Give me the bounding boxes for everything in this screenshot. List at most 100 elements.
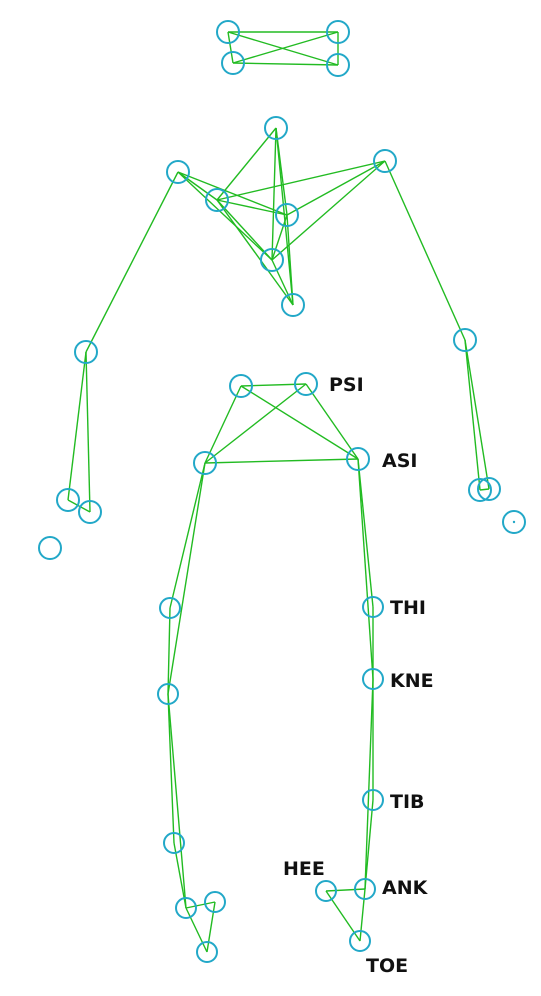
foot-bone [185,907,208,953]
pelvis-bone [240,383,307,387]
leg-left-segment [167,462,216,953]
foot-bone [185,901,216,909]
marker-head-back-right [326,53,350,77]
thigh-bone [169,462,206,609]
torso-segment [177,127,386,306]
shoulder-bone [177,171,218,201]
marker-asi-left [193,451,217,475]
marker-clavicle [205,188,229,212]
label-psi: PSI [329,374,364,396]
marker-elbow-left [74,340,98,364]
thigh-bone [357,458,374,608]
marker-ank-left [175,897,197,919]
shoulder-bone [286,160,386,216]
forearm-bone [464,339,481,491]
shoulder-bone [177,171,288,216]
thigh-bone [357,458,374,680]
marker-toe-right [349,930,371,952]
head-bone [232,31,339,64]
shank-bone [173,842,187,909]
foot-bone [206,901,216,953]
marker-hee-left [204,891,226,913]
pelvis-bone [204,458,359,464]
marker-kne-left [157,683,179,705]
marker-thorax [260,248,284,272]
torso-bone [216,199,294,306]
shank-bone [364,678,374,890]
label-toe: TOE [366,955,408,977]
forearm-bone [464,339,490,490]
marker-c7 [264,116,288,140]
arm-right-segment [384,160,490,491]
pelvis-bone [204,383,307,464]
pelvis-bone [204,385,242,464]
label-asi: ASI [382,450,417,472]
marker-tib-left [163,832,185,854]
arm-left-segment [67,171,179,513]
marker-head-back-left [221,51,245,75]
marker-tib-right [362,789,384,811]
marker-finger-right-dot [512,520,516,524]
marker-wrist-a-left [56,488,80,512]
label-tib: TIB [390,791,425,813]
torso-bone [286,214,294,306]
marker-elbow-right [453,328,477,352]
marker-wrist-b-left [78,500,102,524]
thigh-bone [167,607,171,695]
shank-bone [167,693,175,844]
torso-bone [271,259,294,306]
forearm-bone [85,351,91,513]
foot-bone [325,888,366,892]
marker-head-front-left [216,20,240,44]
marker-head-front-right [326,20,350,44]
pelvis-bone [305,383,359,460]
wrist-bone [479,488,490,491]
shoulder-bone [177,171,273,261]
label-hee: HEE [283,858,325,880]
marker-thi-right [362,596,384,618]
shoulder-bone [271,160,386,261]
wrist-bone [67,499,91,513]
head-bone [227,31,234,64]
foot-bone [359,888,366,942]
shank-bone [167,693,187,909]
marker-hee-right [315,880,337,902]
torso-bone [271,127,277,261]
marker-psi-right [294,372,318,396]
markers-group [38,20,526,963]
marker-shoulder-right [373,149,397,173]
marker-t10 [281,293,305,317]
marker-kne-right [362,668,384,690]
forearm-bone [67,351,87,501]
shank-bone [364,799,374,890]
marker-shoulder-left [166,160,190,184]
marker-thi-left [159,597,181,619]
thigh-bone [167,462,206,695]
label-ank: ANK [382,877,429,899]
marker-asi-right [346,447,370,471]
pelvis-segment [204,383,359,464]
label-kne: KNE [390,670,434,692]
marker-wrist-a-right [468,478,492,502]
marker-sternum [275,203,299,227]
upper-arm-bone [85,171,179,353]
marker-psi-left [229,374,253,398]
torso-bone [216,127,277,201]
marker-ank-right [354,878,376,900]
leg-right-segment [325,458,374,942]
marker-finger-left [38,536,62,560]
head-segment [227,31,339,66]
marker-toe-left [196,941,218,963]
upper-arm-bone [384,160,466,341]
pelvis-bone [240,385,359,460]
labels-group: PSI ASI THI KNE TIB ANK HEE TOE [283,374,434,977]
marker-wrist-b-right [477,477,501,501]
marker-finger-right [502,510,526,534]
head-bone [232,62,339,66]
torso-bone [271,214,288,261]
label-thi: THI [390,597,426,619]
shoulder-bone [216,160,386,201]
torso-bone [216,199,273,261]
